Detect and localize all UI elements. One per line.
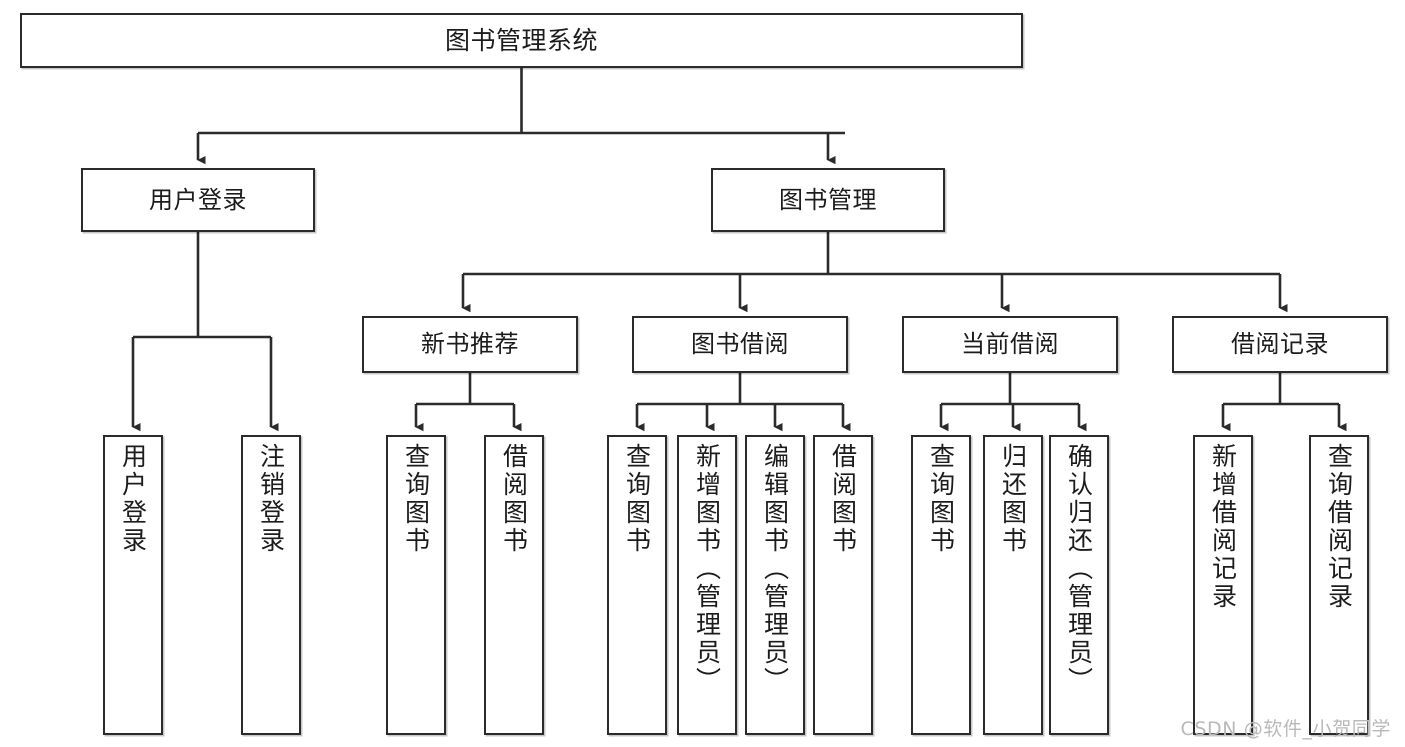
node-label: 借阅图书 bbox=[828, 443, 858, 555]
node-leaf-add-borrow-record[interactable]: 新增借阅记录 bbox=[1193, 435, 1253, 735]
node-book-borrow[interactable]: 图书借阅 bbox=[632, 316, 848, 373]
node-label: 新增借阅记录 bbox=[1208, 443, 1238, 611]
node-label: 借阅记录 bbox=[1231, 330, 1329, 359]
node-leaf-query-borrow-record[interactable]: 查询借阅记录 bbox=[1309, 435, 1369, 735]
node-leaf-edit-book-admin[interactable]: 编辑图书（管理员） bbox=[745, 435, 805, 735]
node-label: 用户登录 bbox=[149, 185, 247, 214]
node-label: 新增图书（管理员） bbox=[692, 443, 722, 695]
node-leaf-return-book[interactable]: 归还图书 bbox=[983, 435, 1043, 735]
node-label: 查询图书 bbox=[401, 443, 431, 555]
node-label: 归还图书 bbox=[998, 443, 1028, 555]
node-label: 图书管理 bbox=[779, 185, 877, 214]
node-label: 借阅图书 bbox=[499, 443, 529, 555]
node-new-book-recommend[interactable]: 新书推荐 bbox=[362, 316, 578, 373]
node-leaf-borrow-book-2[interactable]: 借阅图书 bbox=[813, 435, 873, 735]
node-label: 编辑图书（管理员） bbox=[760, 443, 790, 695]
node-current-borrow[interactable]: 当前借阅 bbox=[902, 316, 1118, 373]
node-leaf-query-book-3[interactable]: 查询图书 bbox=[911, 435, 971, 735]
node-book-manage[interactable]: 图书管理 bbox=[711, 168, 945, 232]
node-label: 查询借阅记录 bbox=[1324, 443, 1354, 611]
node-borrow-record[interactable]: 借阅记录 bbox=[1172, 316, 1388, 373]
node-label: 确认归还（管理员） bbox=[1064, 443, 1094, 695]
node-user-login[interactable]: 用户登录 bbox=[81, 168, 315, 232]
node-label: 图书借阅 bbox=[691, 330, 789, 359]
node-label: 注销登录 bbox=[256, 443, 286, 555]
node-label: 当前借阅 bbox=[961, 330, 1059, 359]
node-label: 查询图书 bbox=[926, 443, 956, 555]
node-label: 图书管理系统 bbox=[444, 25, 598, 55]
node-root-system[interactable]: 图书管理系统 bbox=[20, 13, 1023, 68]
node-leaf-user-login[interactable]: 用户登录 bbox=[103, 435, 163, 735]
node-leaf-query-book-1[interactable]: 查询图书 bbox=[386, 435, 446, 735]
node-leaf-borrow-book-1[interactable]: 借阅图书 bbox=[484, 435, 544, 735]
node-leaf-confirm-return[interactable]: 确认归还（管理员） bbox=[1049, 435, 1109, 735]
node-leaf-query-book-2[interactable]: 查询图书 bbox=[607, 435, 667, 735]
node-leaf-user-logout[interactable]: 注销登录 bbox=[241, 435, 301, 735]
node-label: 查询图书 bbox=[622, 443, 652, 555]
node-label: 新书推荐 bbox=[421, 330, 519, 359]
node-leaf-add-book-admin[interactable]: 新增图书（管理员） bbox=[677, 435, 737, 735]
watermark-text: CSDN @软件_小贺同学 bbox=[1180, 718, 1391, 740]
node-label: 用户登录 bbox=[118, 443, 148, 555]
